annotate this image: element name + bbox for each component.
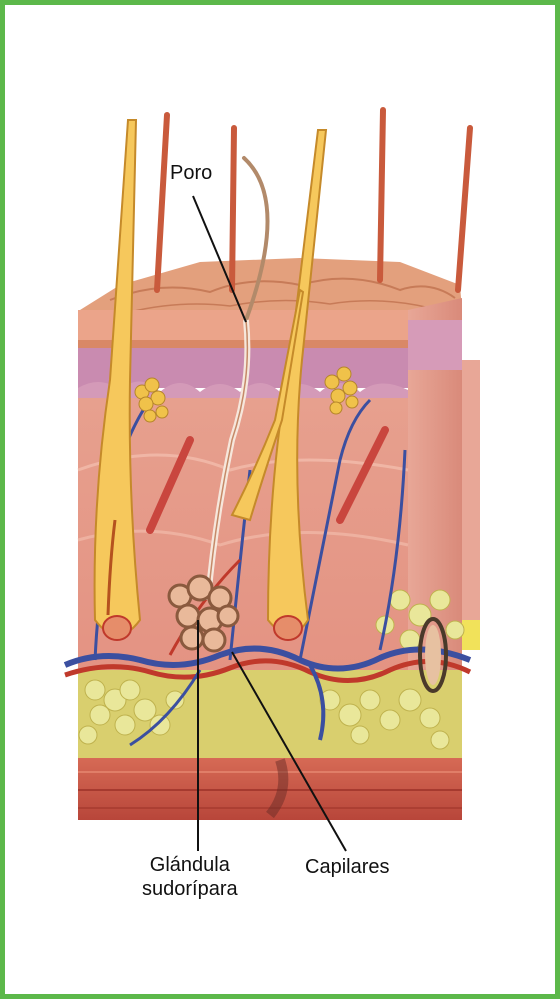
- label-poro: Poro: [170, 161, 212, 185]
- label-capilares: Capilares: [305, 855, 389, 879]
- label-glandula-sudoripara: Glándula sudorípara: [142, 853, 238, 901]
- muscle-layer: [78, 758, 462, 820]
- label-glandula-line1: Glándula: [142, 853, 238, 877]
- label-glandula-line2: sudorípara: [142, 877, 238, 901]
